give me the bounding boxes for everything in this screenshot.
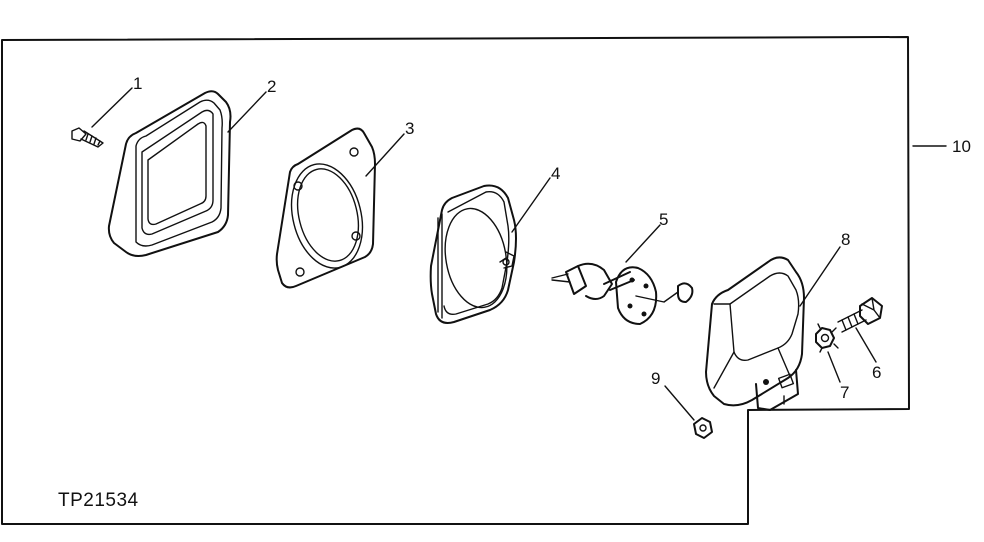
reference-code: TP21534 [58, 490, 139, 511]
leader-lines [91, 87, 947, 421]
callout-1: 1 [133, 74, 142, 93]
part-7-lock-washer [815, 323, 839, 353]
part-1-screw [71, 127, 104, 148]
part-2-bezel [107, 90, 232, 257]
part-6-bolt [837, 297, 883, 333]
callout-8: 8 [841, 230, 850, 249]
part-8-housing [705, 256, 805, 411]
callout-4: 4 [551, 164, 560, 183]
callout-2: 2 [267, 77, 276, 96]
part-9-nut [693, 417, 713, 439]
callout-9: 9 [651, 369, 660, 388]
part-3-gasket [275, 127, 376, 289]
callout-5: 5 [659, 210, 668, 229]
callout-6: 6 [872, 363, 881, 382]
assembly-boundary [1, 36, 910, 525]
callout-3: 3 [405, 119, 414, 138]
part-5-bulb-socket [551, 262, 694, 325]
part-4-sealed-lamp [429, 184, 517, 324]
callout-10: 10 [952, 137, 971, 156]
callout-7: 7 [840, 383, 849, 402]
